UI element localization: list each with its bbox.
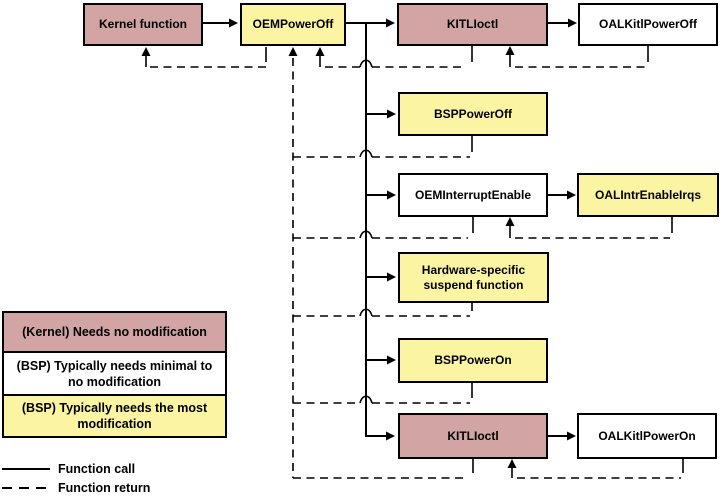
node-label: BSPPowerOff [433, 106, 512, 121]
node-label: KITLIoctl [446, 17, 499, 31]
node-label: KITLIoctl [447, 428, 499, 443]
line-hop-arcs [359, 59, 373, 404]
node-hardware-suspend: Hardware-specific suspend function [398, 252, 549, 303]
legend-bsp-minimal: (BSP) Typically needs minimal to no modi… [2, 351, 227, 396]
node-bsp-power-off: BSPPowerOff [398, 92, 548, 136]
node-label: OALKitlPowerOn [598, 428, 696, 443]
node-kitl-ioctl-top: KITLIoctl [397, 3, 548, 46]
node-label: OEMInterruptEnable [414, 187, 531, 202]
legend-color-table: (Kernel) Needs no modification (BSP) Typ… [2, 311, 227, 438]
node-label: OALIntrEnableIrqs [594, 187, 701, 202]
dashed-line-sample [2, 487, 50, 489]
node-label: OEMPowerOff [252, 17, 334, 31]
legend-function-call: Function call [2, 462, 135, 476]
node-kernel-function: Kernel function [83, 3, 203, 46]
node-label: BSPPowerOn [434, 353, 512, 367]
node-oal-intr-enable-irqs: OALIntrEnableIrqs [577, 173, 719, 217]
legend-kernel: (Kernel) Needs no modification [2, 311, 227, 353]
node-label: OALKitlPowerOff [599, 17, 697, 31]
solid-line-sample [2, 468, 50, 470]
legend-bsp-most: (BSP) Typically needs the most modificat… [2, 394, 227, 438]
legend-function-return: Function return [2, 481, 150, 495]
node-oal-kitl-power-on: OALKitlPowerOn [577, 413, 717, 459]
node-label: Hardware-specific suspend function [421, 262, 526, 292]
node-label: Kernel function [98, 17, 187, 31]
node-bsp-power-on: BSPPowerOn [398, 338, 548, 383]
node-oem-interrupt-enable: OEMInterruptEnable [398, 173, 548, 217]
node-oal-kitl-power-off: OALKitlPowerOff [578, 3, 718, 46]
node-kitl-ioctl-bottom: KITLIoctl [398, 413, 548, 459]
node-oem-power-off: OEMPowerOff [240, 3, 346, 46]
